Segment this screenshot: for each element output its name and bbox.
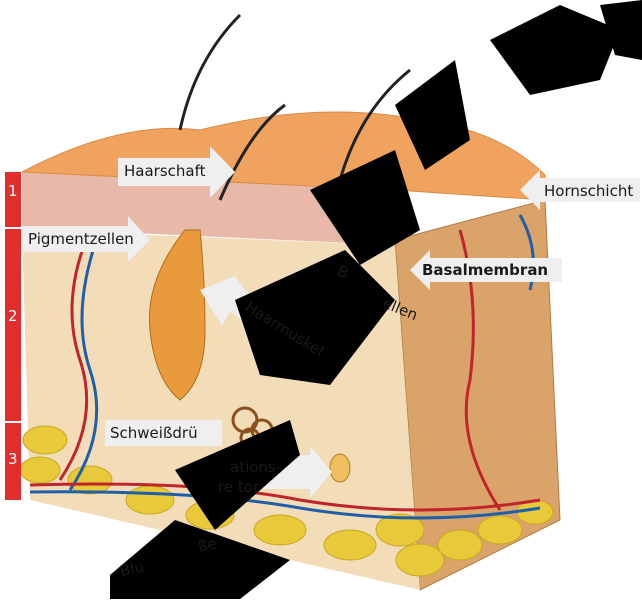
label-vibrationsrezeptor-2: re tor	[218, 478, 259, 496]
layer-number-2: 2	[8, 307, 18, 325]
label-blutgefaesse-end: ße	[196, 534, 218, 555]
hair-1	[180, 15, 240, 130]
label-pigmentzellen: Pigmentzellen	[28, 230, 134, 248]
label-haarschaft: Haarschaft	[124, 162, 206, 180]
label-vibrationsrezeptor-1: ations-	[230, 458, 281, 476]
layer-number-1: 1	[8, 182, 18, 200]
layer-number-3: 3	[8, 450, 18, 468]
label-schweissdruese: Schweißdrü	[110, 424, 198, 442]
vibration-receptor	[330, 454, 350, 482]
label-hornschicht: Hornschicht	[544, 182, 633, 200]
label-basalmembran: Basalmembran	[422, 261, 548, 279]
